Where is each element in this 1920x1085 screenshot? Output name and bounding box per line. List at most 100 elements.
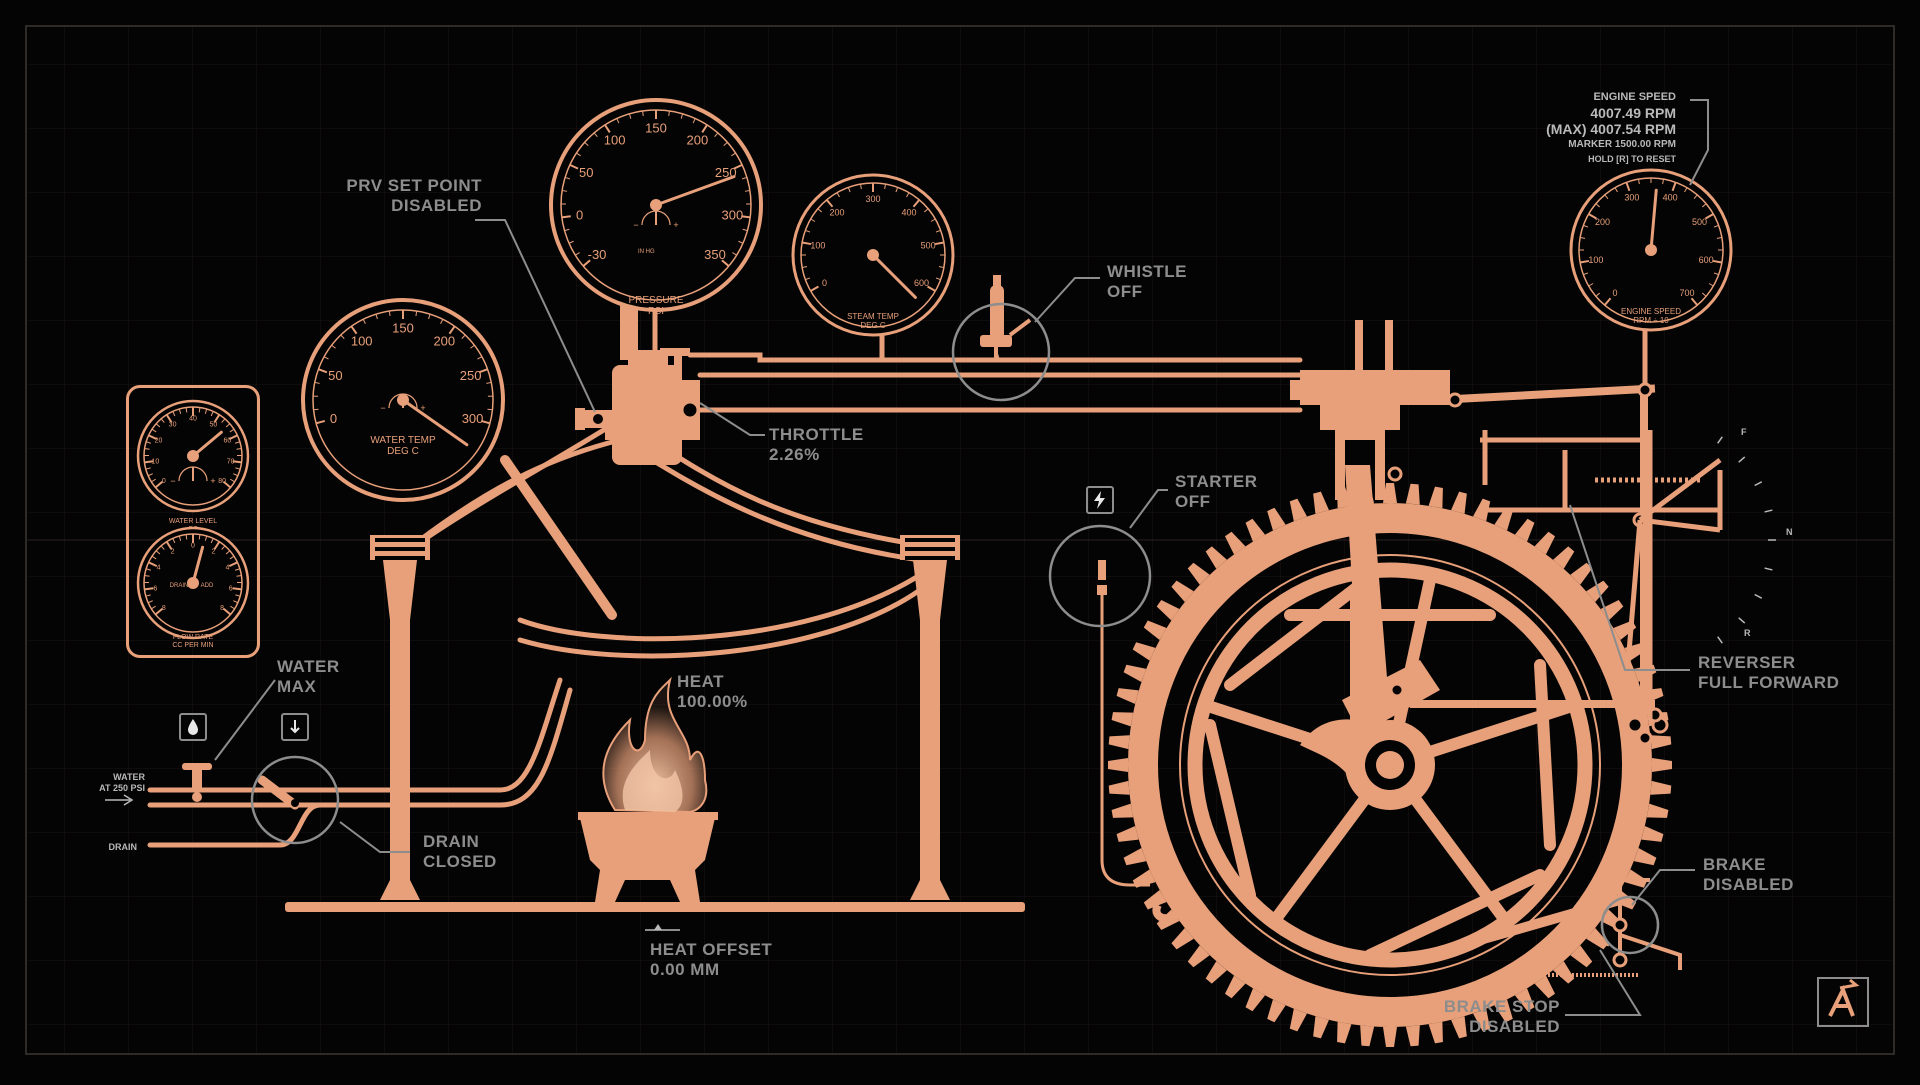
gauge-tick xyxy=(669,111,670,116)
starter-value: OFF xyxy=(1175,492,1258,512)
gauge-tick-label: 100 xyxy=(1588,255,1603,265)
brake-stop-label: BRAKE STOP DISABLED xyxy=(1380,997,1560,1037)
water-inlet-label: WATER AT 250 PSI xyxy=(95,772,145,794)
brake-stop-title: BRAKE STOP xyxy=(1380,997,1560,1017)
engine-speed-marker: MARKER 1500.00 RPM xyxy=(1480,137,1676,152)
gauge-tick-label: 200 xyxy=(1595,217,1610,227)
gauge-tick-label: 300 xyxy=(462,411,484,426)
drain-label: DRAIN CLOSED xyxy=(423,832,497,872)
whistle-label: WHISTLE OFF xyxy=(1107,262,1187,302)
water-drop-icon[interactable] xyxy=(179,713,207,741)
gauge-caption: PRESSURE xyxy=(628,295,683,306)
gauge-tick-label: 500 xyxy=(921,240,936,250)
gauge-tick xyxy=(562,216,571,217)
drain-title: DRAIN xyxy=(423,832,497,852)
engine-speed-title: ENGINE SPEED xyxy=(1480,90,1676,105)
svg-text:+: + xyxy=(420,403,425,413)
gauge-tick-label: 0 xyxy=(1612,288,1617,298)
gauge-tick-label: 0 xyxy=(330,411,337,426)
gauge-tick-label: 200 xyxy=(687,133,709,148)
gauge-unit-small: IN HG xyxy=(638,249,655,255)
gauge-caption: STEAM TEMP xyxy=(847,312,899,321)
gauge-tick xyxy=(314,409,319,410)
drain-value: CLOSED xyxy=(423,852,497,872)
prv-label: PRV SET POINT DISABLED xyxy=(300,176,482,216)
water-label: WATER MAX xyxy=(277,657,340,697)
gauge-tick-label: 150 xyxy=(392,321,414,336)
svg-text:−: − xyxy=(380,403,385,413)
gauge-caption: WATER TEMP xyxy=(370,435,436,446)
engine-speed-value: 4007.49 RPM xyxy=(1480,105,1676,121)
water-panel xyxy=(126,385,260,658)
gauge-tick-label: -30 xyxy=(588,247,607,262)
water-inlet-line2: AT 250 PSI xyxy=(95,783,145,794)
lightning-icon[interactable] xyxy=(1086,486,1114,514)
gauge-hub xyxy=(650,199,662,211)
gauge-tick-label: 50 xyxy=(579,165,593,180)
gauge-tick-label: 0 xyxy=(576,208,583,223)
gauge-tick xyxy=(487,409,492,410)
gauge-caption-unit: DEG C xyxy=(860,321,886,330)
brake-label: BRAKE DISABLED xyxy=(1703,855,1794,895)
heat-value: 100.00% xyxy=(677,692,748,712)
gauge-tick-label: 350 xyxy=(704,247,726,262)
brake-value: DISABLED xyxy=(1703,875,1794,895)
gauge-tick-label: 600 xyxy=(1699,255,1714,265)
whistle-value: OFF xyxy=(1107,282,1187,302)
gauge-tick-label: 50 xyxy=(328,368,342,383)
reverser-value: FULL FORWARD xyxy=(1698,673,1839,693)
gauge-hub xyxy=(867,249,879,261)
gauge-tick-label: 150 xyxy=(645,121,667,136)
drain-down-icon[interactable] xyxy=(281,713,309,741)
heat-offset-title: HEAT OFFSET xyxy=(650,940,772,960)
gauge-tick-label: 250 xyxy=(460,368,482,383)
gauge-tick-label: 300 xyxy=(1624,193,1639,203)
throttle-label: THROTTLE 2.26% xyxy=(769,425,864,465)
gauge-caption: ENGINE SPEED xyxy=(1621,307,1681,316)
gauge-tick-label: 100 xyxy=(810,240,825,250)
water-inlet-line1: WATER xyxy=(95,772,145,783)
water-value: MAX xyxy=(277,677,340,697)
gauge-tick-label: 400 xyxy=(1663,193,1678,203)
gauge-caption-unit: PSI xyxy=(648,306,664,317)
brake-title: BRAKE xyxy=(1703,855,1794,875)
heat-offset-label: HEAT OFFSET 0.00 MM xyxy=(650,940,772,980)
gauge-tick-label: 100 xyxy=(604,133,626,148)
heat-title: HEAT xyxy=(677,672,748,692)
heat-offset-value: 0.00 MM xyxy=(650,960,772,980)
prv-value: DISABLED xyxy=(300,196,482,216)
starter-title: STARTER xyxy=(1175,472,1258,492)
heat-label: HEAT 100.00% xyxy=(677,672,748,712)
engine-speed-hint: HOLD [R] TO RESET xyxy=(1480,152,1676,167)
gauge-tick-label: 300 xyxy=(721,208,743,223)
gauge-caption-unit: RPM ÷ 10 xyxy=(1633,316,1669,325)
drain-inlet-label: DRAIN xyxy=(95,842,137,853)
svg-text:−: − xyxy=(633,220,638,230)
gauge-tick-label: 600 xyxy=(914,278,929,288)
reverser-scale-neutral: N xyxy=(1786,527,1793,538)
gauge-tick-label: 700 xyxy=(1679,288,1694,298)
engine-speed-max: (MAX) 4007.54 RPM xyxy=(1480,121,1676,137)
water-title: WATER xyxy=(277,657,340,677)
starter-label: STARTER OFF xyxy=(1175,472,1258,512)
gauge-hub xyxy=(1645,244,1657,256)
gauge-tick-label: 200 xyxy=(829,207,844,217)
throttle-title: THROTTLE xyxy=(769,425,864,445)
flywheel-gear xyxy=(1108,483,1672,1047)
gauge-tick-label: 100 xyxy=(351,334,373,349)
gauge-tick-label: 200 xyxy=(433,334,455,349)
brake-stop-value: DISABLED xyxy=(1380,1017,1560,1037)
reverser-label: REVERSER FULL FORWARD xyxy=(1698,653,1839,693)
reverser-title: REVERSER xyxy=(1698,653,1839,673)
gauge-tick-label: 300 xyxy=(865,194,880,204)
reverser-scale-reverse: R xyxy=(1744,628,1751,639)
prv-title: PRV SET POINT xyxy=(300,176,482,196)
gauge-tick xyxy=(643,111,644,116)
gauge-caption-unit: DEG C xyxy=(387,446,419,457)
gauge-tick-label: 500 xyxy=(1692,217,1707,227)
gauge-tick-label: 400 xyxy=(901,207,916,217)
